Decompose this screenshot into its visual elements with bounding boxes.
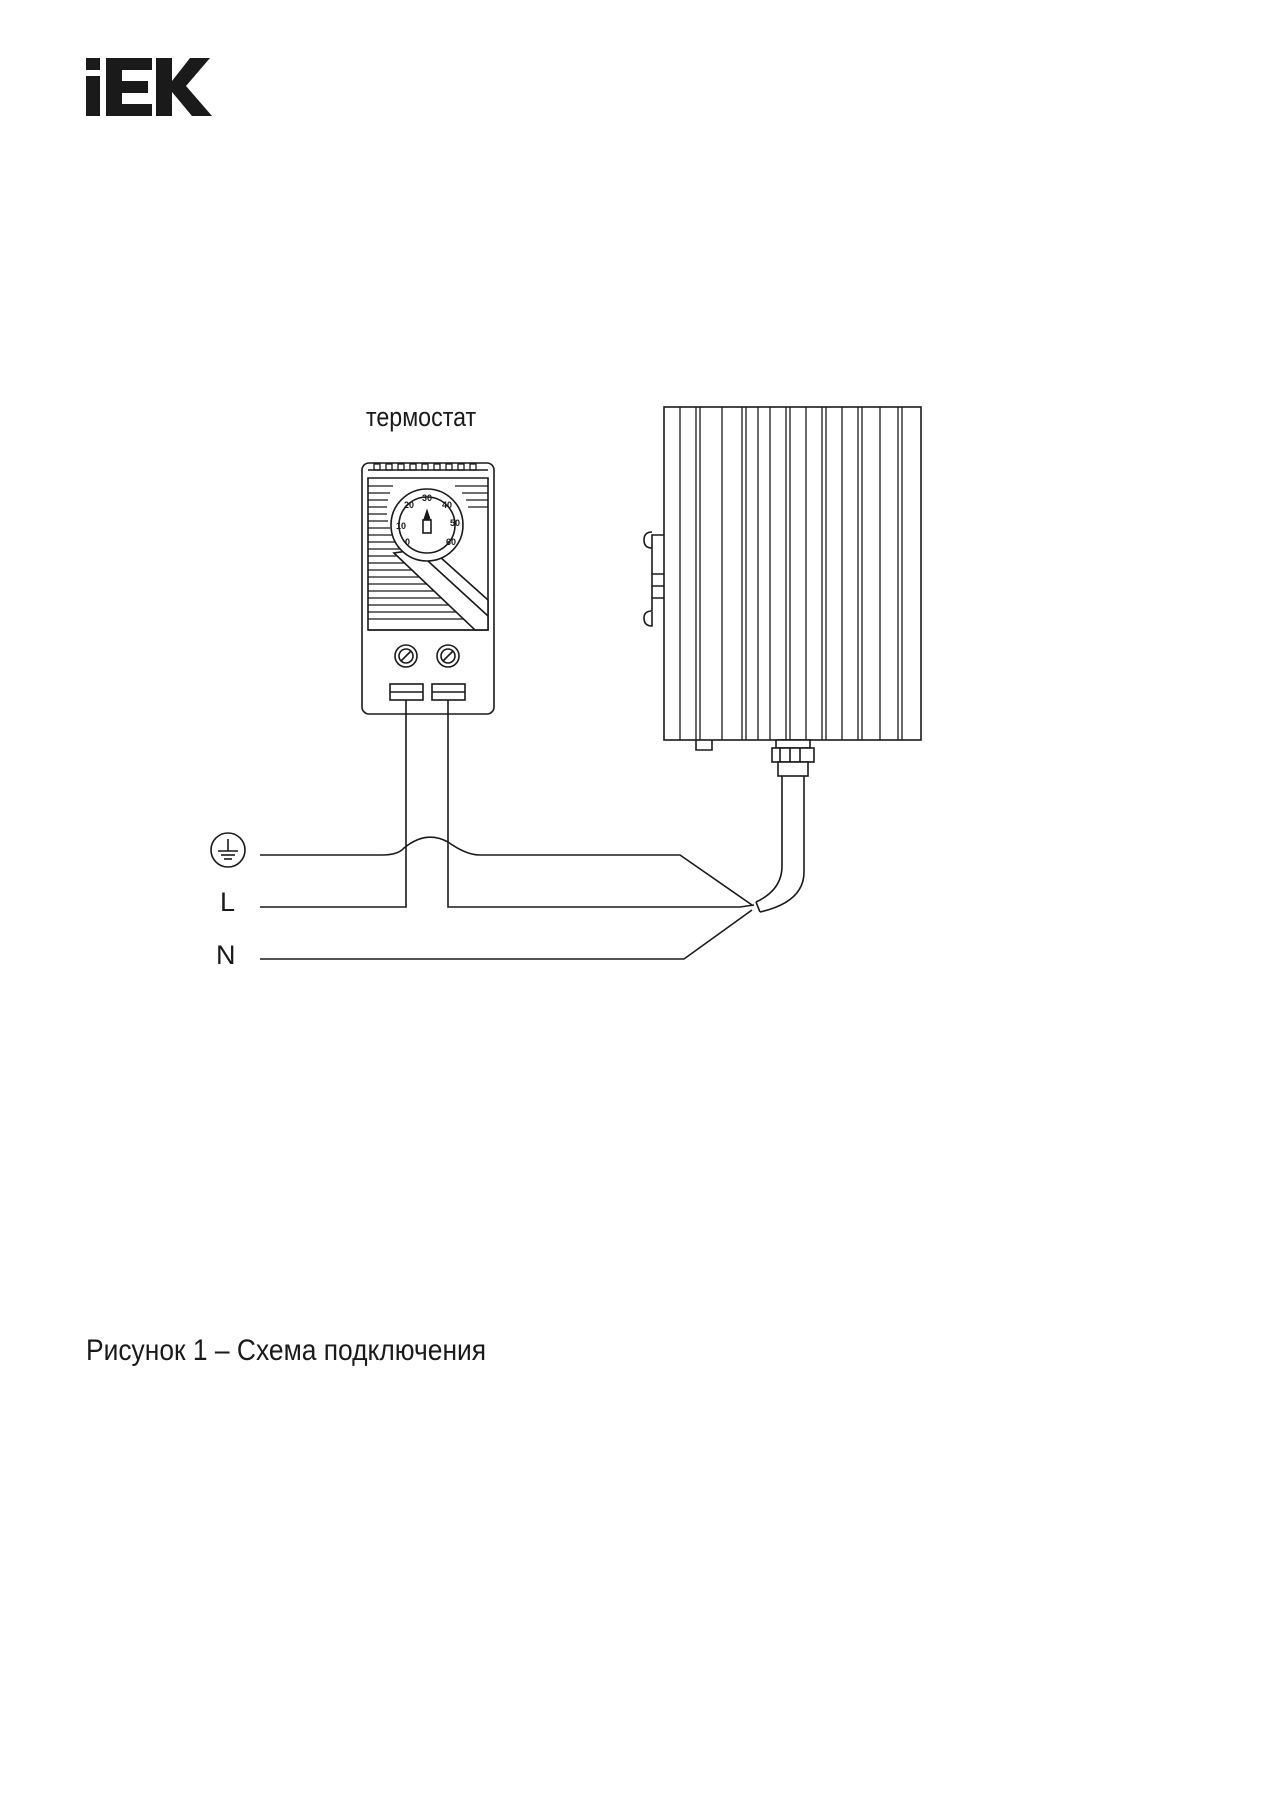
phase-label: L [220, 887, 236, 917]
dial-scale: 0 10 20 30 40 50 60 [396, 493, 460, 547]
ground-wire [260, 836, 753, 906]
heater-fins [679, 407, 903, 740]
figure-caption: Рисунок 1 – Схема подключения [86, 1334, 487, 1367]
cable-gland [771, 739, 815, 777]
logo-i-stem [86, 76, 100, 116]
dial-scale-30: 30 [422, 493, 432, 503]
dial-scale-20: 20 [404, 500, 414, 510]
heater-device [643, 406, 922, 913]
iek-logo [86, 58, 212, 116]
switched-phase-wire [447, 700, 755, 908]
thermostat-terminals [394, 644, 460, 668]
phase-wire [260, 700, 407, 908]
logo-k [156, 58, 212, 116]
logo-e [106, 58, 152, 116]
logo-i-dot [86, 58, 100, 70]
dial-scale-0: 0 [405, 537, 410, 547]
dial-scale-60: 60 [446, 537, 456, 547]
wires [260, 700, 755, 960]
neutral-wire [260, 909, 753, 960]
din-rail-clip [643, 531, 664, 627]
thermostat-vent-lines [368, 485, 488, 620]
thermostat-label: термостат [366, 402, 477, 432]
heater-cable [755, 776, 783, 903]
thermostat-device [361, 462, 495, 715]
dial-scale-50: 50 [450, 518, 460, 528]
dial-scale-10: 10 [396, 521, 406, 531]
dial-knob-icon[interactable] [422, 508, 432, 534]
thermostat-top-vents [368, 463, 488, 471]
neutral-label: N [216, 940, 236, 970]
ground-symbol-icon [210, 832, 246, 868]
dial-scale-40: 40 [442, 500, 452, 510]
